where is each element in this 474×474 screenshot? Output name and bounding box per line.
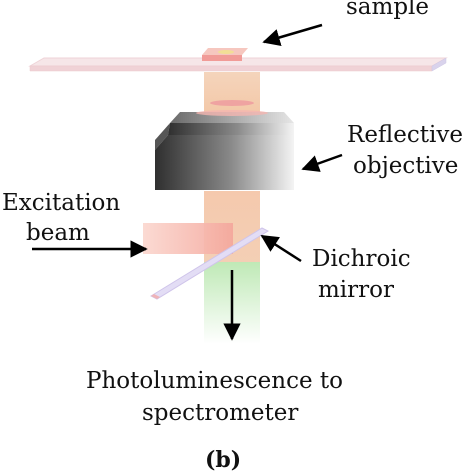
sample-stage bbox=[28, 57, 448, 72]
annotation-arrows bbox=[32, 23, 343, 341]
label-spectrometer: spectrometer bbox=[142, 400, 298, 426]
dichroic-arrow bbox=[260, 234, 302, 263]
dichroic-mirror bbox=[149, 227, 270, 300]
label-sample: sample bbox=[346, 0, 429, 20]
label-photoluminescence: Photoluminescence to bbox=[86, 368, 343, 394]
excitation-beam-band bbox=[143, 223, 233, 254]
beam-upper bbox=[204, 72, 260, 114]
objective-arrow bbox=[301, 153, 343, 172]
label-reflective: Reflective bbox=[347, 122, 463, 148]
sample-arrow bbox=[262, 23, 323, 46]
sample-chip bbox=[202, 48, 248, 61]
label-mirror: mirror bbox=[318, 277, 394, 303]
label-objective: objective bbox=[353, 153, 458, 179]
label-excitation: Excitation bbox=[2, 190, 120, 216]
label-beam: beam bbox=[26, 220, 90, 246]
reflective-objective bbox=[155, 110, 294, 190]
panel-label: (b) bbox=[205, 447, 241, 473]
label-dichroic: Dichroic bbox=[312, 246, 411, 272]
